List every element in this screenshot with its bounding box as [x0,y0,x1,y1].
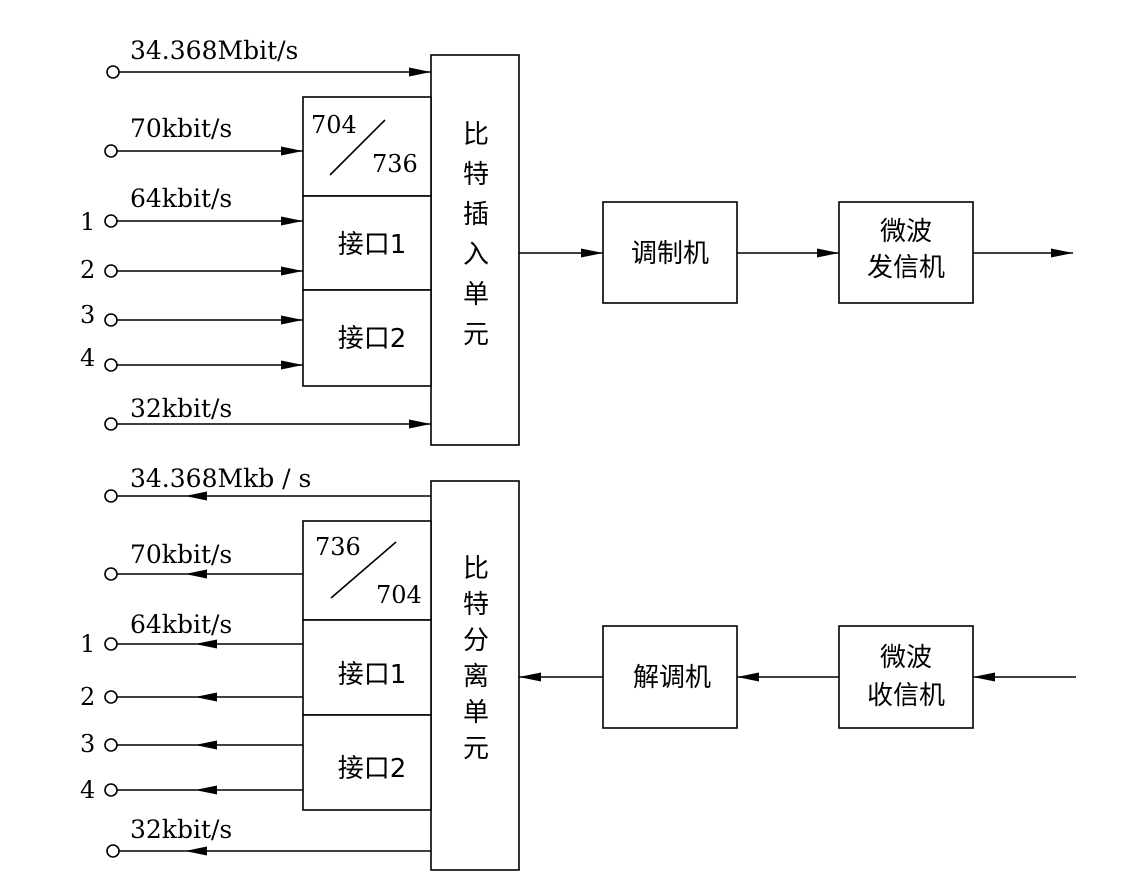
interface-1-label: 接口1 [338,230,407,260]
transmit-section: 比 特 插 入 单 元 704 736 接口1 接口2 34.368Mbit/s… [80,36,1073,446]
arrow-left-icon [195,692,217,702]
microwave-transmitter-box [838,201,974,304]
input-terminal [104,264,118,278]
rate-converter-box [302,520,432,621]
arrow-right-icon [281,315,303,325]
bit-separation-unit-box [430,480,520,871]
arrow-left-icon [195,785,217,795]
arrow-right-icon [281,216,303,226]
port-number: 3 [80,730,95,758]
interface-1-box [302,619,432,716]
arrow-right-icon [281,360,303,370]
bit-separation-unit-label: 比 特 分 离 单 元 [463,554,489,764]
interface-2-box [302,289,432,387]
receiver-label-line1: 微波 [880,643,932,673]
arrow-right-icon [1051,248,1073,258]
output-rate-label: 64kbit/s [130,610,232,639]
converter-divider-slash [330,541,397,599]
transmitter-label-line1: 微波 [880,217,932,247]
converter-divider-slash [329,119,386,176]
input-terminal [104,313,118,327]
arrow-left-icon [519,672,541,682]
arrow-left-icon [185,491,207,501]
input-terminal [104,358,118,372]
arrow-left-icon [195,740,217,750]
input-terminal [104,417,118,431]
arrow-left-icon [195,639,217,649]
converter-top-value: 704 [311,111,357,139]
converter-bottom-value: 736 [372,150,418,178]
output-terminal [104,738,118,752]
unit-char: 比 [463,120,489,150]
port-number: 3 [80,301,95,329]
output-rate-label: 34.368Mkb / s [130,464,311,493]
arrow-right-icon [281,146,303,156]
input-terminal [104,214,118,228]
receiver-label-line2: 收信机 [867,681,945,711]
transmitter-label-line2: 发信机 [867,253,945,283]
unit-char: 分 [463,626,489,656]
unit-char: 单 [463,280,489,310]
rate-converter-box [302,96,432,197]
arrow-right-icon [409,67,431,77]
arrow-right-icon [409,419,431,429]
interface-2-box [302,714,432,811]
converter-bottom-value: 704 [376,581,422,609]
demodulator-label: 解调机 [633,663,711,693]
arrow-right-icon [281,266,303,276]
output-terminal [104,783,118,797]
output-terminal [104,567,118,581]
input-rate-label: 64kbit/s [130,184,232,213]
modulator-box [602,201,738,304]
bit-insertion-unit-box [430,54,520,446]
unit-char: 入 [463,240,489,270]
output-terminal [104,637,118,651]
converter-top-value: 736 [315,533,361,561]
input-rate-label: 32kbit/s [130,394,232,423]
port-number: 2 [80,256,95,284]
unit-char: 离 [463,662,489,692]
port-number: 1 [80,208,95,236]
port-number: 2 [80,683,95,711]
interface-1-box [302,195,432,291]
output-terminal [106,844,120,858]
port-number: 4 [80,776,95,804]
input-rate-label: 70kbit/s [130,114,232,143]
input-rate-label: 34.368Mbit/s [130,36,298,65]
interface-2-label: 接口2 [338,324,407,354]
unit-char: 插 [463,200,489,230]
input-terminal [106,65,120,79]
output-terminal [104,489,118,503]
unit-char: 特 [463,590,489,620]
bit-insertion-unit-label: 比 特 插 入 单 元 [463,120,489,350]
output-rate-label: 70kbit/s [130,540,232,569]
receive-section: 比 特 分 离 单 元 736 704 接口1 接口2 34.368Mkb / … [80,464,1076,871]
port-number: 4 [80,344,95,372]
unit-char: 元 [463,734,489,764]
interface-2-label: 接口2 [338,754,407,784]
arrow-left-icon [737,672,759,682]
output-rate-label: 32kbit/s [130,815,232,844]
unit-char: 元 [463,320,489,350]
microwave-receiver-box [838,625,974,729]
demodulator-box [602,625,738,729]
unit-char: 比 [463,554,489,584]
modulator-label: 调制机 [631,239,709,269]
arrow-left-icon [185,569,207,579]
output-terminal [104,690,118,704]
arrow-right-icon [581,248,603,258]
port-number: 1 [80,630,95,658]
unit-char: 特 [463,160,489,190]
interface-1-label: 接口1 [338,660,407,690]
arrow-left-icon [185,846,207,856]
arrow-right-icon [817,248,839,258]
input-terminal [104,144,118,158]
unit-char: 单 [463,698,489,728]
arrow-left-icon [973,672,995,682]
